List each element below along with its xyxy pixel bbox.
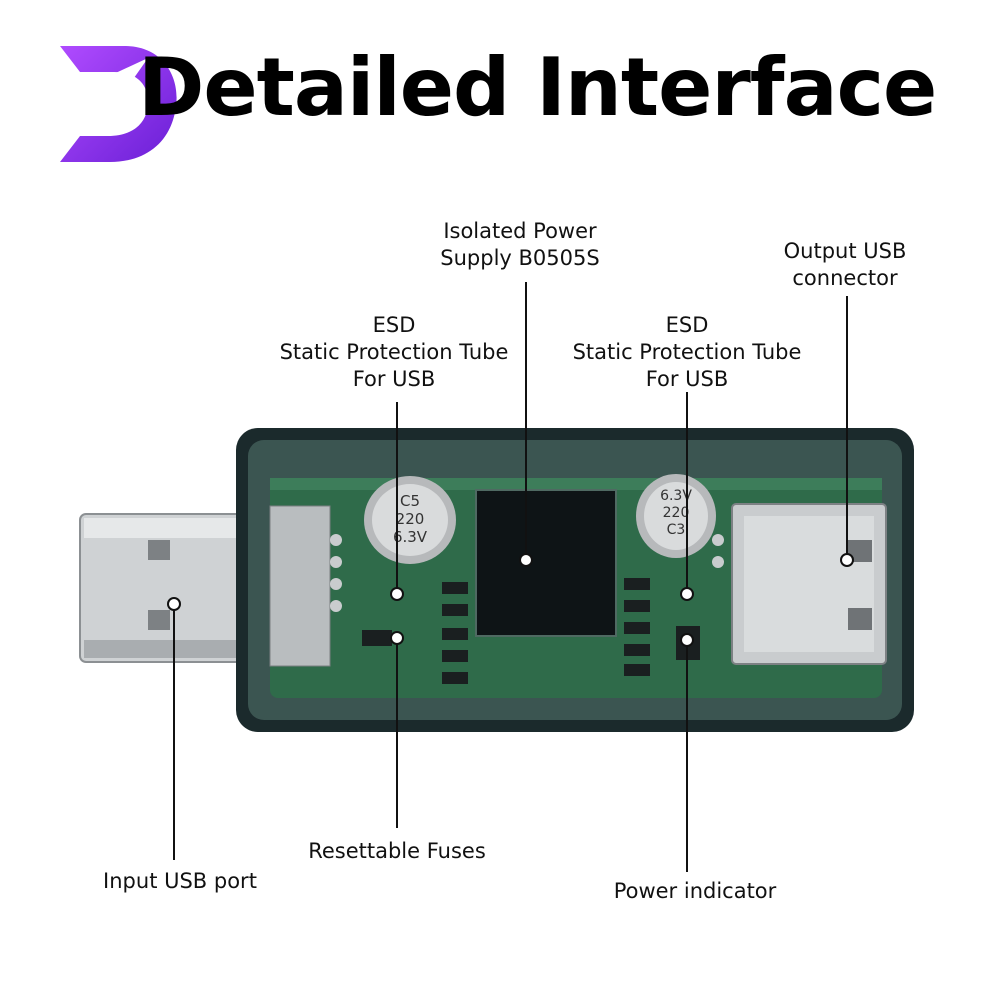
label-power-indicator: Power indicator <box>613 879 777 903</box>
leader-output-usb <box>846 296 848 560</box>
label-esd-right-line1: ESD <box>665 313 709 337</box>
label-input-usb: Input USB port <box>103 869 257 893</box>
label-esd-right-line3: For USB <box>645 367 729 391</box>
leader-esd-right <box>686 392 688 594</box>
label-output-usb-line2: connector <box>792 266 898 290</box>
isolated-power-module <box>475 489 617 637</box>
page-title: Detailed Interface <box>138 41 937 134</box>
solder-pads <box>330 534 724 612</box>
label-isolated-power: Isolated Power Supply B0505S <box>420 218 620 272</box>
callout-dot-esd-left <box>390 587 404 601</box>
callout-dot-resettable-fuses <box>390 631 404 645</box>
capacitor-right-voltage: 6.3V <box>660 488 692 504</box>
capacitor-left: C5 220 6.3V <box>364 476 456 564</box>
capacitor-right-ref: C3 <box>667 522 686 538</box>
callout-dot-isolated-power <box>519 553 533 567</box>
label-esd-left-line3: For USB <box>352 367 436 391</box>
label-esd-right: ESD Static Protection Tube For USB <box>561 312 813 393</box>
callout-dot-power-indicator <box>680 633 694 647</box>
capacitor-left-ref: C5 <box>400 492 420 510</box>
callout-dot-esd-right <box>680 587 694 601</box>
smd-components <box>362 578 700 684</box>
leader-esd-left <box>396 402 398 594</box>
capacitor-right-value: 220 <box>663 505 690 521</box>
leader-input-usb <box>173 604 175 860</box>
leader-isolated-power <box>525 282 527 560</box>
leader-resettable-fuses <box>396 638 398 828</box>
capacitor-left-voltage: 6.3V <box>393 528 428 546</box>
label-isolated-power-line2: Supply B0505S <box>440 246 600 270</box>
label-esd-right-line2: Static Protection Tube <box>572 340 802 364</box>
label-resettable-fuses: Resettable Fuses <box>308 839 486 863</box>
callout-dot-output-usb <box>840 553 854 567</box>
brand-logo <box>60 46 177 162</box>
capacitor-left-value: 220 <box>396 510 425 528</box>
label-output-usb: Output USB connector <box>760 238 930 292</box>
label-output-usb-line1: Output USB <box>783 239 907 263</box>
label-isolated-power-line1: Isolated Power <box>443 219 597 243</box>
callout-dot-input-usb <box>167 597 181 611</box>
label-esd-left: ESD Static Protection Tube For USB <box>268 312 520 393</box>
label-esd-left-line1: ESD <box>372 313 416 337</box>
capacitor-right: 6.3V 220 C3 <box>636 474 716 558</box>
usb-a-female-connector <box>731 503 887 665</box>
usb-a-plug <box>79 513 251 663</box>
label-esd-left-line2: Static Protection Tube <box>279 340 509 364</box>
leader-power-indicator <box>686 640 688 872</box>
